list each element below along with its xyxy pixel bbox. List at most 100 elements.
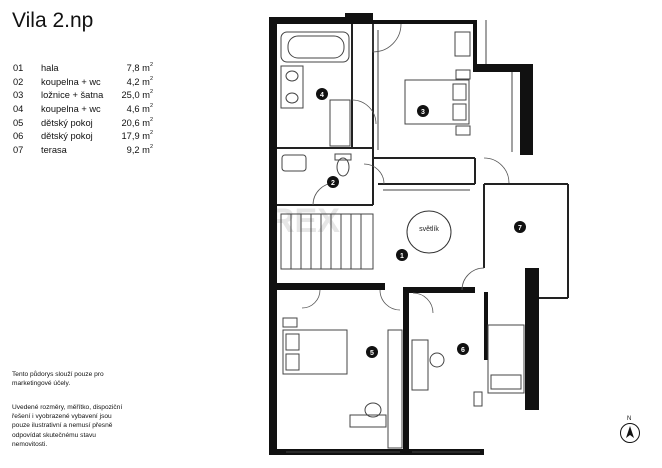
door-swing bbox=[483, 157, 510, 184]
room-marker-4-label: 4 bbox=[320, 92, 324, 99]
chair bbox=[364, 402, 382, 418]
wall-mid-vertical bbox=[403, 287, 409, 455]
skylight-circle bbox=[406, 210, 452, 254]
bedside-table bbox=[282, 317, 298, 328]
wall-room5-east bbox=[484, 292, 488, 360]
legend-room-name: koupelna + wc bbox=[41, 76, 101, 87]
stair-outline bbox=[280, 213, 374, 270]
marketing-disclaimer: Tento půdorys slouží pouze pro marketing… bbox=[12, 371, 104, 388]
door-swing bbox=[412, 292, 434, 314]
room-marker-2 bbox=[327, 176, 339, 188]
legend-room-area: 25,0 m2 bbox=[121, 89, 153, 101]
bathtub-inner bbox=[287, 35, 345, 59]
bathtub bbox=[280, 31, 350, 63]
desk bbox=[411, 339, 429, 391]
wall-north-mid bbox=[373, 20, 477, 24]
room-marker-7 bbox=[514, 221, 526, 233]
legend-room-name: ložnice + šatna bbox=[41, 90, 104, 101]
wall-east-column bbox=[520, 70, 533, 155]
door-swing bbox=[461, 267, 485, 291]
door-swing bbox=[351, 99, 377, 125]
room-markers: 1 2 3 4 5 6 7 bbox=[316, 88, 526, 358]
room-legend: 01 hala 7,8 m2 02 koupelna + wc 4,2 m2 0… bbox=[13, 62, 153, 158]
door-swing bbox=[379, 289, 401, 311]
legend-room-name: dětský pokoj bbox=[41, 117, 93, 128]
pillow bbox=[285, 353, 300, 371]
bed bbox=[487, 324, 525, 394]
legend-row: 05 dětský pokoj 20,6 m2 bbox=[13, 117, 153, 131]
room-marker-1 bbox=[396, 249, 408, 261]
watermark: REX bbox=[270, 202, 340, 240]
bed bbox=[282, 329, 348, 375]
legend-room-area: 7,8 m2 bbox=[126, 62, 153, 73]
toilet-bowl bbox=[336, 157, 350, 177]
legend-number: 07 bbox=[13, 145, 24, 156]
wall-mid-horizontal bbox=[277, 283, 385, 290]
legend-room-name: dětský pokoj bbox=[41, 131, 93, 142]
sink bbox=[285, 92, 299, 104]
desk bbox=[454, 31, 471, 57]
legend-room-area: 20,6 m2 bbox=[121, 116, 153, 128]
wall-east-lower bbox=[525, 268, 539, 410]
wall-east-upper bbox=[473, 20, 477, 68]
wall-west bbox=[269, 17, 277, 455]
bedside-table bbox=[455, 69, 471, 80]
legend-row: 02 koupelna + wc 4,2 m2 bbox=[13, 76, 153, 90]
wall-mid-horizontal-right bbox=[404, 287, 475, 293]
bath4-furniture bbox=[280, 31, 351, 147]
legend-number: 04 bbox=[13, 104, 24, 115]
wardrobe bbox=[387, 329, 403, 449]
room-marker-7-label: 7 bbox=[518, 225, 522, 232]
legend-row: 03 ložnice + šatna 25,0 m2 bbox=[13, 89, 153, 103]
pillow bbox=[285, 333, 300, 351]
legend-room-name: terasa bbox=[41, 145, 67, 156]
bedside-table bbox=[455, 125, 471, 136]
skylight: světlík bbox=[406, 210, 452, 254]
accuracy-disclaimer: Uvedené rozměry, měřítko, dispoziční řeš… bbox=[12, 404, 123, 448]
bedroom3-furniture bbox=[377, 30, 471, 150]
plan-title: Vila 2.np bbox=[12, 9, 94, 32]
staircase bbox=[280, 213, 374, 270]
shelf bbox=[473, 391, 483, 407]
legend-room-area: 4,2 m2 bbox=[126, 75, 153, 87]
legend-number: 06 bbox=[13, 131, 24, 142]
room-marker-5 bbox=[366, 346, 378, 358]
legend-row: 01 hala 7,8 m2 bbox=[13, 62, 153, 76]
legend-row: 07 terasa 9,2 m2 bbox=[13, 144, 153, 158]
legend-row: 04 koupelna + wc 4,6 m2 bbox=[13, 103, 153, 117]
legend-number: 01 bbox=[13, 63, 24, 73]
door-swing bbox=[301, 289, 321, 309]
legend-room-name: koupelna + wc bbox=[41, 104, 101, 115]
pillow bbox=[490, 374, 522, 390]
wall-north-right bbox=[345, 13, 373, 24]
legend-room-area: 4,6 m2 bbox=[126, 103, 153, 115]
wall-east-step bbox=[473, 64, 533, 72]
bath2-furniture bbox=[281, 153, 352, 177]
toilet-tank bbox=[334, 153, 352, 161]
pillow bbox=[452, 103, 467, 121]
windows bbox=[286, 20, 513, 453]
bed bbox=[404, 79, 470, 125]
room-marker-6-label: 6 bbox=[461, 347, 465, 354]
room-marker-4 bbox=[316, 88, 328, 100]
chair bbox=[429, 352, 445, 368]
legend-number: 05 bbox=[13, 117, 24, 128]
legend-number: 02 bbox=[13, 76, 24, 87]
room-marker-3-label: 3 bbox=[421, 109, 425, 116]
washbasin bbox=[281, 154, 307, 172]
room-marker-5-label: 5 bbox=[370, 350, 374, 357]
wall-north-left bbox=[269, 17, 352, 24]
interior-walls bbox=[277, 24, 569, 299]
desk bbox=[349, 414, 387, 428]
legend-room-area: 9,2 m2 bbox=[126, 144, 153, 156]
legend-row: 06 dětský pokoj 17,9 m2 bbox=[13, 130, 153, 144]
room-marker-2-label: 2 bbox=[331, 180, 335, 187]
legend-room-name: hala bbox=[41, 63, 59, 73]
sink bbox=[285, 70, 299, 82]
room-marker-1-label: 1 bbox=[400, 253, 404, 260]
room-marker-6 bbox=[457, 343, 469, 355]
skylight-label: světlík bbox=[419, 226, 439, 233]
legend-room-area: 17,9 m2 bbox=[121, 130, 153, 142]
bedroom6-furniture bbox=[411, 324, 525, 407]
